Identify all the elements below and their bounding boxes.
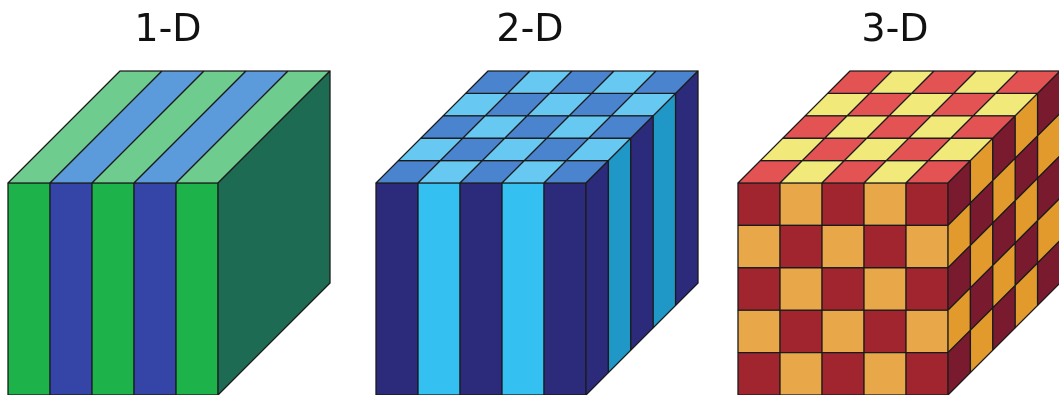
side-stripe <box>631 116 653 350</box>
front-stripe <box>134 183 176 395</box>
front-stripe <box>544 183 586 395</box>
front-cell <box>906 268 948 310</box>
side-stripe <box>586 161 608 395</box>
front-cell <box>780 268 822 310</box>
front-stripe <box>418 183 460 395</box>
front-cell <box>906 225 948 267</box>
front-cell <box>864 353 906 395</box>
front-stripe <box>376 183 418 395</box>
front-stripe <box>8 183 50 395</box>
front-cell <box>738 353 780 395</box>
front-cell <box>864 310 906 352</box>
front-cell <box>822 353 864 395</box>
front-stripe <box>92 183 134 395</box>
front-cell <box>780 310 822 352</box>
front-cell <box>822 225 864 267</box>
side-stripe <box>676 71 698 305</box>
front-cell <box>864 268 906 310</box>
cube-1d <box>8 71 330 395</box>
front-stripe <box>502 183 544 395</box>
front-cell <box>822 183 864 225</box>
front-stripe <box>176 183 218 395</box>
front-cell <box>906 183 948 225</box>
cube-2d <box>376 71 698 395</box>
front-cell <box>864 183 906 225</box>
front-stripe <box>460 183 502 395</box>
cube-3d <box>738 71 1059 395</box>
front-cell <box>864 225 906 267</box>
front-cell <box>738 225 780 267</box>
front-cell <box>822 268 864 310</box>
front-cell <box>738 310 780 352</box>
side-stripe <box>653 93 675 327</box>
front-cell <box>738 183 780 225</box>
front-cell <box>906 310 948 352</box>
front-cell <box>780 353 822 395</box>
front-cell <box>738 268 780 310</box>
front-cell <box>780 183 822 225</box>
front-stripe <box>50 183 92 395</box>
side-stripe <box>608 138 630 372</box>
front-cell <box>822 310 864 352</box>
front-cell <box>906 353 948 395</box>
front-cell <box>780 225 822 267</box>
